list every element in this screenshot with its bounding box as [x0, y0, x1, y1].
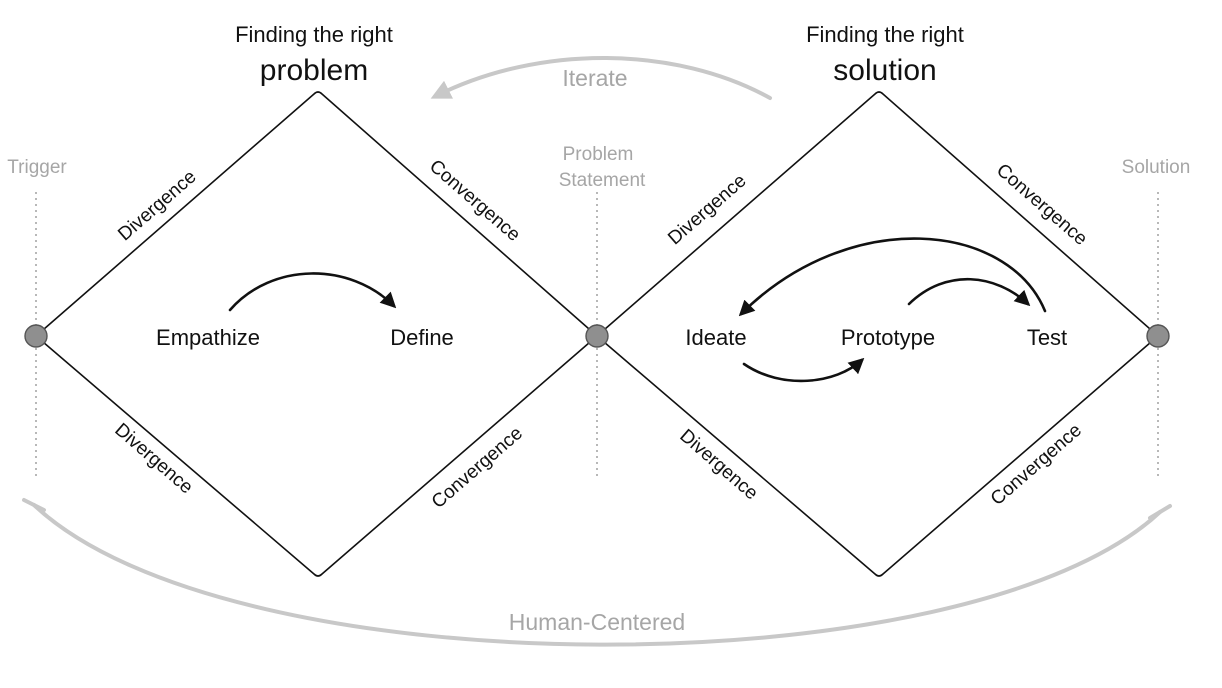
problem-header-line2: problem [260, 54, 368, 87]
human-centered-right-cap [1148, 504, 1172, 520]
stage-prototype: Prototype [841, 325, 935, 350]
solution-header-line1: Finding the right [806, 22, 964, 47]
test-to-ideate-arrow [738, 237, 1047, 317]
edge-label-d1-lower-right: Convergence [428, 423, 527, 513]
trigger-node [24, 324, 48, 348]
problem-header-line1: Finding the right [235, 22, 393, 47]
human-centered-left-cap [22, 498, 46, 512]
edge-label-d1-upper-right: Convergence [425, 156, 524, 246]
solution-node [1146, 324, 1170, 348]
trigger-label: Trigger [7, 157, 67, 178]
problem-diamond [35, 91, 598, 577]
edge-label-d2-lower-left: Divergence [675, 425, 761, 504]
edge-label-d2-lower-right: Convergence [987, 420, 1086, 510]
stage-define: Define [390, 325, 454, 350]
empathize-to-define-arrow [228, 272, 397, 312]
human-centered-span-arrow [32, 503, 1162, 647]
problem-statement-node [585, 324, 609, 348]
iterate-label: Iterate [562, 65, 627, 91]
stage-empathize: Empathize [156, 325, 260, 350]
problem-statement-label-line1: Problem [563, 144, 634, 165]
solution-header-line2: solution [833, 54, 936, 87]
edge-label-d2-upper-left: Divergence [664, 170, 750, 249]
ideate-to-prototype-arrow [742, 357, 865, 383]
stage-ideate: Ideate [685, 325, 746, 350]
prototype-to-test-arrow [907, 277, 1031, 307]
stage-test: Test [1027, 325, 1067, 350]
problem-statement-label-line2: Statement [559, 170, 646, 191]
human-centered-label: Human-Centered [509, 609, 685, 635]
edge-label-d1-upper-left: Divergence [114, 166, 200, 245]
edge-label-d1-lower-left: Divergence [110, 419, 196, 498]
solution-label: Solution [1122, 157, 1191, 178]
edge-label-d2-upper-right: Convergence [992, 160, 1091, 250]
iterate-arrow [430, 56, 772, 100]
